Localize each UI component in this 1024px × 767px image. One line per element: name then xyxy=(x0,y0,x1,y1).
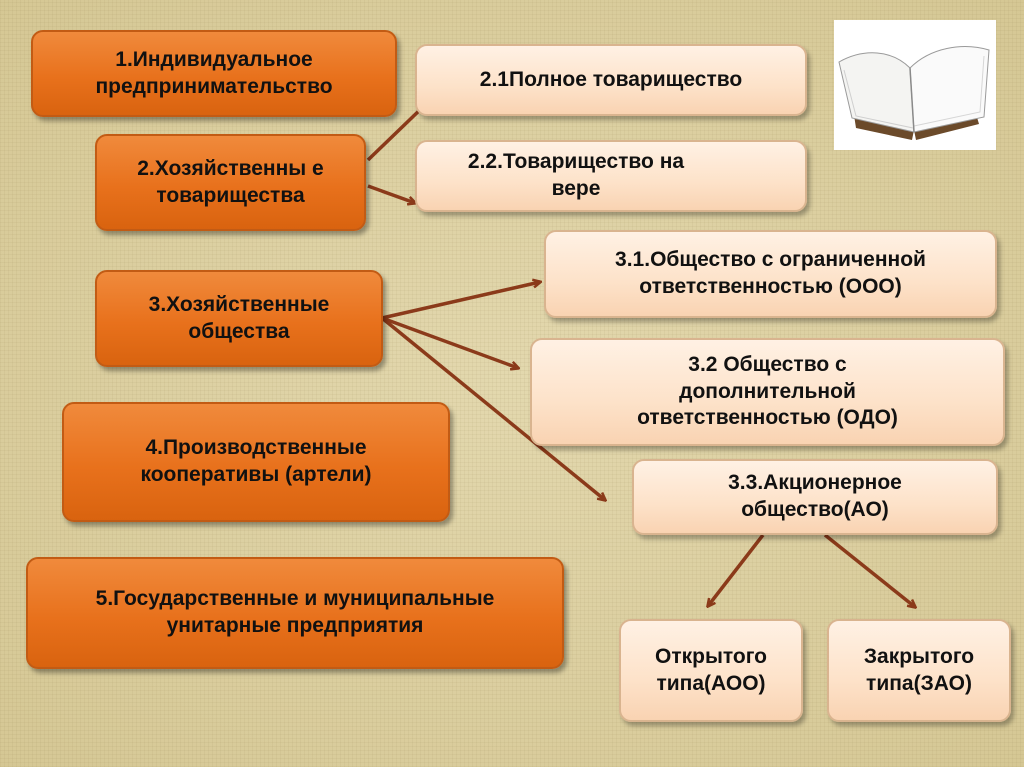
arrow-3-3-to-closed xyxy=(823,533,915,607)
arrow-2-to-2-1 xyxy=(366,105,425,162)
box-joint-stock-company: 3.3.Акционерное общество(АО) xyxy=(632,459,998,535)
box-label: 1.Индивидуальное предпринимательство xyxy=(95,47,333,98)
box-label: 2.2.Товарищество на вере xyxy=(467,150,685,200)
open-book-icon xyxy=(838,46,990,140)
arrow-3-to-3-1 xyxy=(381,282,540,320)
box-label: 3.2 Общество с дополнительной ответствен… xyxy=(637,352,898,430)
arrow-3-3-to-open xyxy=(708,533,765,606)
box-label: Открытого типа(АОО) xyxy=(654,644,768,695)
box-open-type: Открытого типа(АОО) xyxy=(619,619,803,722)
box-individual-entrepreneurship: 1.Индивидуальное предпринимательство xyxy=(31,30,397,117)
box-business-partnerships: 2.Хозяйственны е товарищества xyxy=(95,134,366,231)
arrow-2-to-2-2 xyxy=(367,184,415,203)
box-label: 5.Государственные и муниципальные унитар… xyxy=(95,587,495,637)
box-label: 3.1.Общество с ограниченной ответственно… xyxy=(615,248,926,298)
box-limited-partnership: 2.2.Товарищество на вере xyxy=(415,140,807,212)
box-llc: 3.1.Общество с ограниченной ответственно… xyxy=(544,230,997,318)
box-unitary-enterprises: 5.Государственные и муниципальные унитар… xyxy=(26,557,564,669)
arrow-3-to-3-2 xyxy=(381,316,518,368)
box-additional-liability-company: 3.2 Общество с дополнительной ответствен… xyxy=(530,338,1005,446)
box-production-cooperatives: 4.Производственные кооперативы (артели) xyxy=(62,402,450,522)
box-full-partnership: 2.1Полное товарищество xyxy=(415,44,807,116)
box-label: 4.Производственные кооперативы (артели) xyxy=(140,436,372,486)
box-business-companies: 3.Хозяйственные общества xyxy=(95,270,383,367)
arrow-3-to-3-3 xyxy=(380,316,605,500)
box-label: 3.Хозяйственные общества xyxy=(148,292,330,343)
box-label: 3.3.Акционерное общество(АО) xyxy=(728,471,902,521)
box-label: 2.1Полное товарищество xyxy=(479,67,743,91)
book-image xyxy=(834,20,996,150)
box-label: 2.Хозяйственны е товарищества xyxy=(137,156,324,207)
box-label: Закрытого типа(ЗАО) xyxy=(863,644,975,695)
box-closed-type: Закрытого типа(ЗАО) xyxy=(827,619,1011,722)
